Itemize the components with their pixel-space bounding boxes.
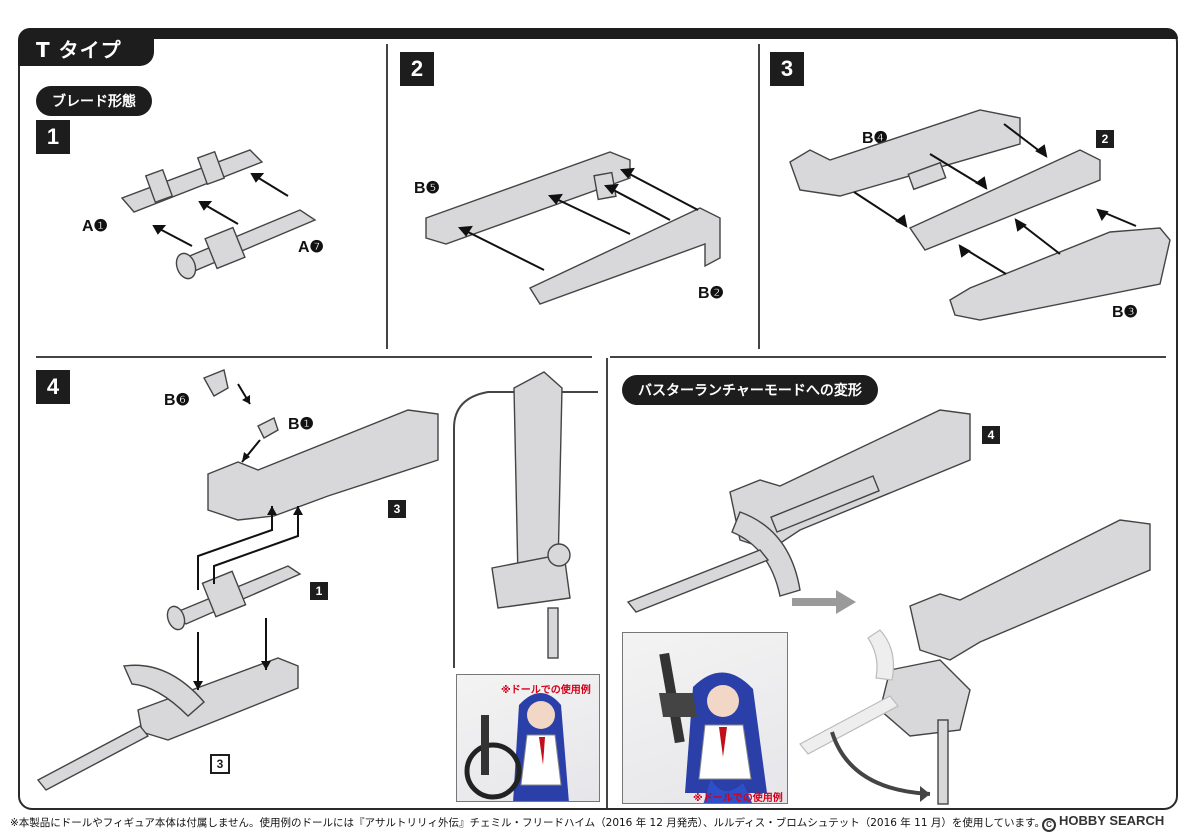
ref-step-3-outline-badge: 3 (210, 754, 230, 774)
part-label-a1: A❶ (82, 218, 108, 235)
doll-example-photo-left: ※ドールでの使用例 (456, 674, 600, 802)
assembled-blade-illustration (453, 371, 598, 668)
step-4-illustration (36, 369, 439, 791)
step-1-number: 1 (36, 120, 70, 154)
divider-4-buster (606, 358, 608, 808)
footer-disclaimer: ※本製品にドールやフィギュア本体は付属しません。使用例のドールには『アサルトリリ… (10, 817, 1045, 829)
ref-step-3-badge: 3 (388, 500, 406, 518)
part-label-b5: B❺ (414, 180, 440, 197)
ref-step-4-badge: 4 (982, 426, 1000, 444)
step-1-illustration (120, 149, 317, 280)
step-3-number: 3 (770, 52, 804, 86)
part-label-a7: A❼ (298, 239, 324, 256)
ref-step-1-badge: 1 (310, 582, 328, 600)
doll-note-right: ※ドールでの使用例 (693, 793, 783, 804)
step-3-illustration (789, 109, 1171, 321)
blade-mode-label: ブレード形態 (36, 86, 152, 116)
header-bar (130, 28, 1178, 39)
copyright-icon: C (1042, 818, 1056, 832)
buster-mode-before-illustration (626, 409, 971, 613)
buster-mode-label: バスターランチャーモードへの変形 (622, 375, 878, 405)
divider-2-3 (758, 44, 760, 349)
watermark-text: HOBBY SEARCH (1059, 813, 1165, 828)
step-2-number: 2 (400, 52, 434, 86)
ref-step-2-badge: 2 (1096, 130, 1114, 148)
divider-1-2 (386, 44, 388, 349)
step-4-number: 4 (36, 370, 70, 404)
transform-arrow (792, 590, 856, 614)
part-label-b3: B❸ (1112, 304, 1138, 321)
part-label-b6: B❻ (164, 392, 190, 409)
buster-mode-after-illustration (799, 519, 1151, 805)
divider-row-right (610, 356, 1166, 358)
part-label-b2: B❷ (698, 285, 724, 302)
divider-row-left (36, 356, 592, 358)
doll-example-photo-right: ※ドールでの使用例 (622, 632, 788, 804)
part-label-b1: B❶ (288, 416, 314, 433)
doll-note-left: ※ドールでの使用例 (501, 685, 591, 696)
step-2-illustration (425, 151, 721, 305)
page-title: T タイプ (18, 28, 154, 66)
